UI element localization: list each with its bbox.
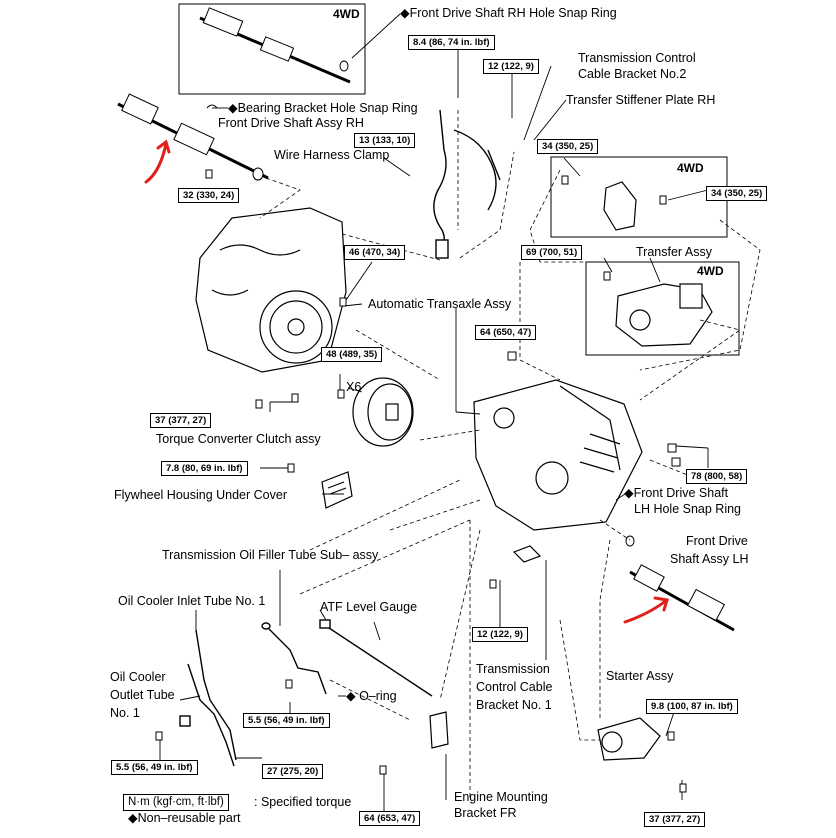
torque-64a: 64 (650, 47) xyxy=(475,325,537,340)
torque-69: 69 (700, 51) xyxy=(521,245,583,260)
transaxle xyxy=(473,379,643,531)
tcc-bracket-1 xyxy=(512,545,542,563)
torque-64b: 64 (653, 47) xyxy=(359,811,421,826)
engine-mount-bracket xyxy=(429,711,449,749)
torque-7-8: 7.8 (80, 69 in. lbf) xyxy=(161,461,248,476)
torque-78: 78 (800, 58) xyxy=(686,469,748,484)
filler-tube xyxy=(261,622,327,695)
torque-converter xyxy=(352,377,414,447)
label-front-drive-shaft-lh-line1: Front Drive xyxy=(686,534,748,548)
label-oil-filler-tube: Transmission Oil Filler Tube Sub– assy xyxy=(162,548,379,562)
label-automatic-transaxle: Automatic Transaxle Assy xyxy=(368,297,512,311)
label-o-ring: ◆ O–ring xyxy=(346,689,397,703)
inset-4wd-top xyxy=(178,3,366,95)
legend-nonreusable: ◆Non–reusable part xyxy=(128,811,241,825)
torque-12-top: 12 (122, 9) xyxy=(483,59,539,74)
drive-shaft-rh xyxy=(117,93,269,181)
label-starter: Starter Assy xyxy=(606,669,674,683)
engine xyxy=(195,207,347,373)
inset-4wd-transfer xyxy=(585,261,740,356)
label-front-drive-shaft-rh: Front Drive Shaft Assy RH xyxy=(218,116,364,130)
label-engine-mount-line1: Engine Mounting xyxy=(454,790,548,804)
dashed-lines xyxy=(259,110,761,800)
label-bearing-bracket-snap-ring: ◆Bearing Bracket Hole Snap Ring xyxy=(228,101,418,115)
torque-27: 27 (275, 20) xyxy=(262,764,324,779)
label-lh-snap-ring-line2: LH Hole Snap Ring xyxy=(634,502,742,516)
label-transfer-stiffener: Transfer Stiffener Plate RH xyxy=(566,93,716,107)
label-oil-cooler-outlet-line3: No. 1 xyxy=(110,706,140,720)
torque-5-5a: 5.5 (56, 49 in. lbf) xyxy=(243,713,330,728)
tag-4wd-stiffener: 4WD xyxy=(677,161,704,175)
label-wire-harness-clamp: Wire Harness Clamp xyxy=(274,148,390,162)
torque-46: 46 (470, 34) xyxy=(344,245,406,260)
torque-34a: 34 (350, 25) xyxy=(537,139,599,154)
torque-9-8: 9.8 (100, 87 in. lbf) xyxy=(646,699,738,714)
torque-34b: 34 (350, 25) xyxy=(706,186,768,201)
label-torque-converter: Torque Converter Clutch assy xyxy=(156,432,321,446)
starter xyxy=(597,717,661,761)
label-oil-cooler-outlet-line1: Oil Cooler xyxy=(110,670,166,684)
label-tcc-bracket-2-line2: Cable Bracket No.2 xyxy=(578,67,687,81)
label-engine-mount-line2: Bracket FR xyxy=(454,806,517,820)
torque-5-5b: 5.5 (56, 49 in. lbf) xyxy=(111,760,198,775)
drive-shaft-rh-inset xyxy=(199,7,351,84)
label-tcc-bracket-1-line3: Bracket No. 1 xyxy=(476,698,552,712)
legend-unit-desc: : Specified torque xyxy=(254,795,352,809)
label-oil-cooler-outlet-line2: Outlet Tube xyxy=(110,688,175,702)
atf-gauge xyxy=(319,619,433,697)
torque-12-mid: 12 (122, 9) xyxy=(472,627,528,642)
tag-4wd-transfer: 4WD xyxy=(697,264,724,278)
tag-4wd-top: 4WD xyxy=(333,7,360,21)
stiffener-plate xyxy=(603,181,637,231)
annotation-arrows xyxy=(144,139,669,624)
torque-13: 13 (133, 10) xyxy=(354,133,416,148)
label-oil-cooler-inlet: Oil Cooler Inlet Tube No. 1 xyxy=(118,594,266,608)
label-tcc-bracket-1-line1: Transmission xyxy=(476,662,550,676)
label-atf-gauge: ATF Level Gauge xyxy=(320,600,418,614)
drive-shaft-lh xyxy=(625,535,735,632)
torque-37a: 37 (377, 27) xyxy=(150,413,212,428)
label-tcc-bracket-2-line1: Transmission Control xyxy=(578,51,696,65)
label-tcc-bracket-1-line2: Control Cable xyxy=(476,680,553,694)
torque-8-4: 8.4 (86, 74 in. lbf) xyxy=(408,35,495,50)
transfer xyxy=(615,283,713,347)
label-flywheel-cover: Flywheel Housing Under Cover xyxy=(114,488,287,502)
legend-unit-box: N·m (kgf·cm, ft·lbf) xyxy=(123,794,229,811)
label-front-drive-shaft-lh-line2: Shaft Assy LH xyxy=(670,552,749,566)
torque-48: 48 (489, 35) xyxy=(321,347,383,362)
oil-cooler-tubes xyxy=(179,629,237,767)
torque-32: 32 (330, 24) xyxy=(178,188,240,203)
leader-lines xyxy=(159,13,709,812)
torque-37b: 37 (377, 27) xyxy=(644,812,706,827)
wire-harness xyxy=(433,109,501,259)
label-lh-snap-ring-line1: ◆Front Drive Shaft xyxy=(624,486,729,500)
label-rh-hole-snap-ring: ◆Front Drive Shaft RH Hole Snap Ring xyxy=(400,6,617,20)
flywheel-cover xyxy=(321,471,353,509)
label-x6: X6 xyxy=(346,380,362,394)
label-transfer-assy: Transfer Assy xyxy=(636,245,712,259)
